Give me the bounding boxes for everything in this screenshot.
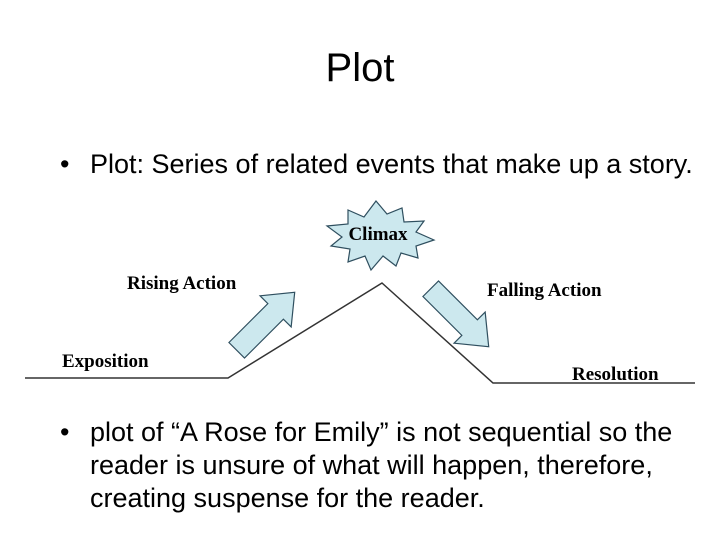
- exposition-label: Exposition: [62, 351, 149, 372]
- rising-action-label: Rising Action: [127, 273, 237, 294]
- bullet-definition-text: Plot: Series of related events that make…: [90, 149, 693, 179]
- falling-action-arrow: [422, 280, 490, 348]
- climax-label: Climax: [348, 224, 408, 245]
- slide-title: Plot: [325, 46, 395, 90]
- bullet-marker: •: [60, 149, 70, 179]
- bullet-rose-for-emily-text: plot of “A Rose for Emily” is not sequen…: [90, 417, 673, 513]
- bullet-definition: • Plot: Series of related events that ma…: [60, 148, 710, 181]
- plot-line: [25, 282, 695, 384]
- bullet-marker: •: [60, 417, 70, 447]
- resolution-label: Resolution: [572, 364, 659, 385]
- bullet-rose-for-emily: • plot of “A Rose for Emily” is not sequ…: [60, 416, 710, 515]
- falling-action-label: Falling Action: [487, 280, 602, 301]
- climax-starburst: [325, 200, 436, 272]
- rising-action-arrow: [228, 291, 296, 359]
